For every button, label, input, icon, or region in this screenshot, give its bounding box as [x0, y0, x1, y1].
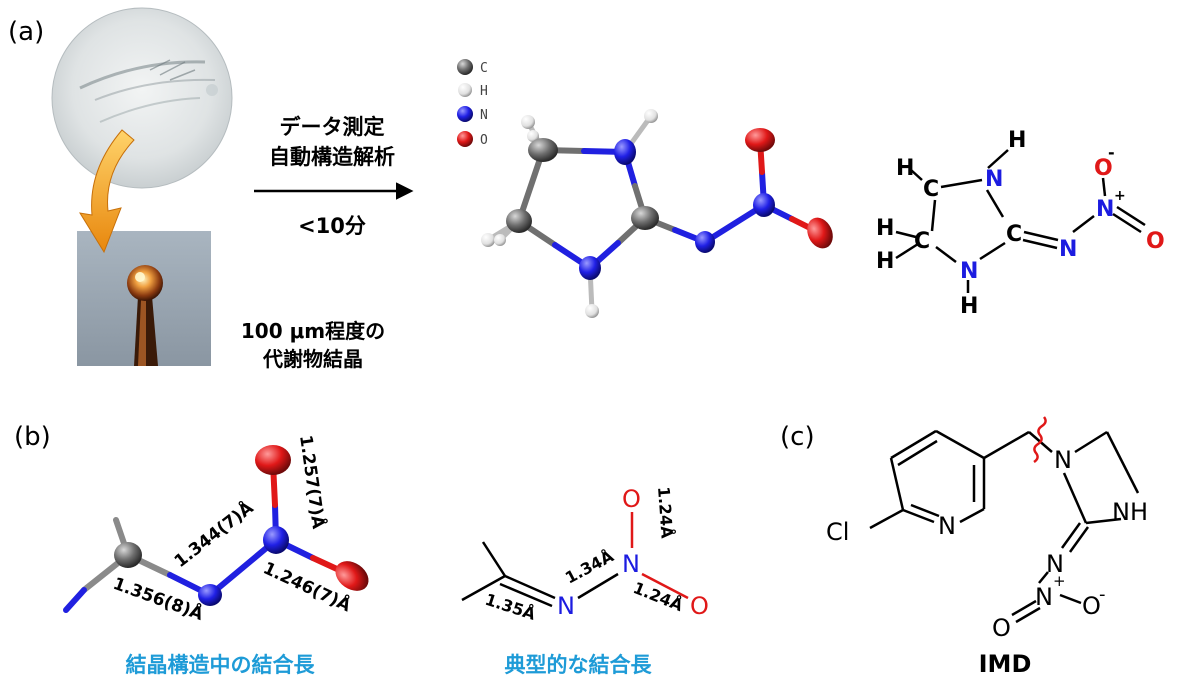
formula-h-n-bottom: H: [960, 294, 978, 319]
typical-length-no-top: 1.24Å: [654, 486, 677, 540]
imd-n-exo: N: [1046, 550, 1064, 578]
legend-label-c: C: [480, 61, 488, 76]
panel-label-b: (b): [14, 422, 51, 452]
crystal-caption-line2: 代謝物結晶: [262, 347, 363, 371]
formula-n-nitro: N: [1096, 197, 1114, 222]
typical-atom-n1: N: [557, 592, 575, 620]
legend-label-n: N: [480, 108, 488, 123]
typical-length-nn: 1.34Å: [562, 546, 617, 587]
imd-n-nitro: N: [1035, 583, 1053, 611]
process-time: <10分: [298, 214, 366, 238]
typical-atom-o1: O: [622, 485, 641, 513]
imd-structure: Cl N N NH N N + O O - IMD: [826, 416, 1148, 678]
formula-o-top: O: [1094, 156, 1113, 181]
panel-label-c: (c): [780, 422, 815, 452]
formula-minus: -: [1108, 143, 1115, 162]
wavy-cleavage-mark: [1033, 416, 1047, 464]
imd-o-left: O: [992, 614, 1011, 642]
legend-label-h: H: [480, 84, 488, 99]
formula-n-bottom: N: [960, 259, 978, 284]
imd-o-right: O: [1082, 592, 1101, 620]
crystal-caption-line1: 100 μm程度の: [241, 319, 385, 343]
formula-plus: +: [1114, 188, 1126, 204]
formula-c-upper: C: [923, 177, 939, 202]
panel-label-a: (a): [8, 17, 44, 47]
bond-length-cn: 1.356(8)Å: [110, 571, 207, 625]
crystal-bond-model: [63, 445, 369, 613]
crystal-structure-model: [481, 109, 833, 318]
atom-legend: C H N O: [457, 59, 488, 148]
formula-h-bottom-left: H: [876, 249, 894, 274]
formula-h-n-top: H: [1008, 128, 1026, 153]
formula-h-top-left: H: [896, 156, 914, 181]
typical-length-cn: 1.35Å: [483, 590, 539, 624]
imd-nh: NH: [1112, 498, 1148, 526]
imd-n-pyridine: N: [938, 512, 956, 540]
crystal-drop-photo: [51, 7, 233, 189]
imd-minus: -: [1099, 584, 1106, 605]
process-label-line1: データ測定: [280, 115, 385, 139]
formula-c-center: C: [1006, 222, 1022, 247]
formula-n-exo: N: [1059, 237, 1077, 262]
legend-label-o: O: [480, 133, 488, 148]
formula-n-top: N: [985, 167, 1003, 192]
imd-label: IMD: [979, 650, 1032, 678]
caption-crystal-bond-lengths: 結晶構造中の結合長: [126, 653, 316, 677]
imd-n-ring: N: [1054, 446, 1072, 474]
caption-typical-bond-lengths: 典型的な結合長: [505, 653, 653, 677]
formula-o-right: O: [1146, 229, 1165, 254]
bond-length-nn: 1.344(7)Å: [169, 495, 258, 572]
bond-length-no-top: 1.257(7)Å: [295, 433, 331, 530]
process-label-line2: 自動構造解析: [269, 145, 395, 169]
typical-bond-skeleton: [461, 512, 689, 608]
typical-atom-n2: N: [622, 550, 640, 578]
orange-curved-arrow: [78, 129, 135, 254]
structural-formula-a: H C H C H N H C N H N N + O - O: [876, 128, 1165, 319]
imd-plus: +: [1053, 572, 1066, 590]
imd-cl: Cl: [826, 518, 849, 546]
typical-atom-o2: O: [690, 592, 709, 620]
formula-h-left: H: [876, 216, 894, 241]
formula-c-lower: C: [914, 229, 930, 254]
mounted-crystal-photo: [77, 231, 211, 366]
